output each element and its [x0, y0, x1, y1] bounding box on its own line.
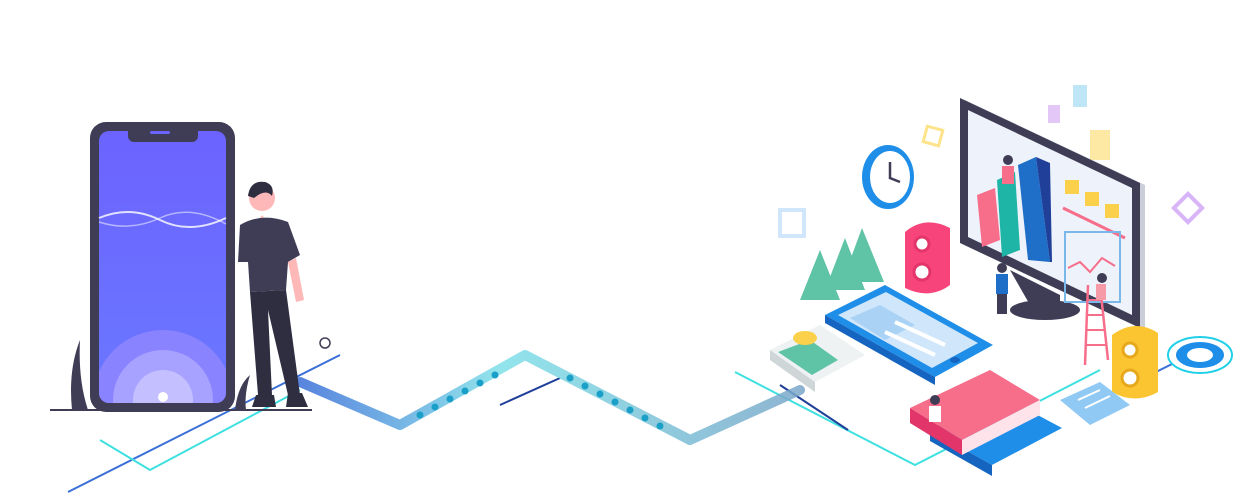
tree-icon — [800, 228, 884, 300]
clock-icon — [862, 145, 914, 209]
progress-path — [295, 350, 805, 445]
ring-icon — [1167, 336, 1233, 374]
smartphone-icon — [825, 285, 993, 385]
monitor-icon — [960, 98, 1145, 366]
bar-chart-icon — [977, 157, 1052, 262]
book-icon — [910, 370, 1062, 476]
speaker-icon — [905, 222, 950, 294]
smartphone-icon — [90, 122, 235, 412]
person-icon — [238, 181, 308, 407]
image-card — [770, 325, 865, 392]
document-card — [1060, 382, 1130, 425]
speaker-icon — [1112, 325, 1158, 399]
